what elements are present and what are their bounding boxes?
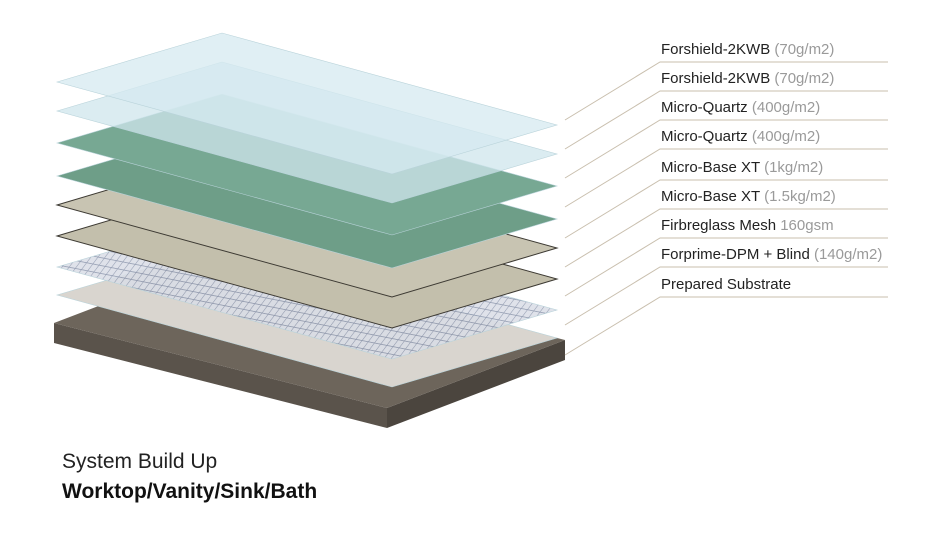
layer-name: Micro-Base XT <box>661 159 760 176</box>
layer-spec: (70g/m2) <box>774 70 835 87</box>
layer-sheet-1 <box>55 32 559 175</box>
layer-label: Forshield-2KWB (70g/m2) <box>661 41 834 59</box>
leader-line <box>564 61 888 121</box>
layer-label: Micro-Base XT (1kg/m2) <box>661 159 823 177</box>
slab-side-face <box>387 340 565 428</box>
layer-label: Forshield-2KWB (70g/m2) <box>661 70 834 88</box>
layer-name: Forshield-2KWB <box>661 41 771 58</box>
layer-spec: (1.5kg/m2) <box>764 188 836 205</box>
caption-subtitle: Worktop/Vanity/Sink/Bath <box>62 480 318 503</box>
layer-spec: (140g/m2) <box>813 246 883 263</box>
layer-label: Forprime-DPM + Blind (140g/m2) <box>661 246 882 264</box>
leader-line <box>564 296 888 356</box>
slab-front-face <box>54 323 387 428</box>
layer-spec: (400g/m2) <box>751 128 821 145</box>
layer-spec: (400g/m2) <box>751 99 821 116</box>
layer-label: Micro-Quartz (400g/m2) <box>661 128 820 146</box>
leader-line <box>564 90 888 150</box>
leader-line <box>564 266 888 326</box>
layer-name: Forshield-2KWB <box>661 70 771 87</box>
caption-title: System Build Up <box>62 450 218 473</box>
leader-line <box>564 208 888 268</box>
layer-label: Micro-Quartz (400g/m2) <box>661 99 820 117</box>
layer-label: Prepared Substrate <box>661 276 791 294</box>
leader-line <box>564 148 888 208</box>
leader-line <box>564 119 888 179</box>
leader-line <box>564 237 888 297</box>
layer-name: Prepared Substrate <box>661 276 792 293</box>
layer-spec: (70g/m2) <box>774 41 835 58</box>
layer-name: Micro-Quartz <box>661 128 748 145</box>
leader-line <box>564 179 888 239</box>
layer-name: Micro-Base XT <box>661 188 760 205</box>
layer-label: Micro-Base XT (1.5kg/m2) <box>661 188 836 206</box>
layer-label: Firbreglass Mesh 160gsm <box>661 217 834 235</box>
layer-name: Firbreglass Mesh <box>661 217 777 234</box>
layer-spec: (1kg/m2) <box>764 159 824 176</box>
layer-name: Forprime-DPM + Blind <box>661 246 810 263</box>
layer-spec: 160gsm <box>780 217 834 234</box>
layer-name: Micro-Quartz <box>661 99 748 116</box>
